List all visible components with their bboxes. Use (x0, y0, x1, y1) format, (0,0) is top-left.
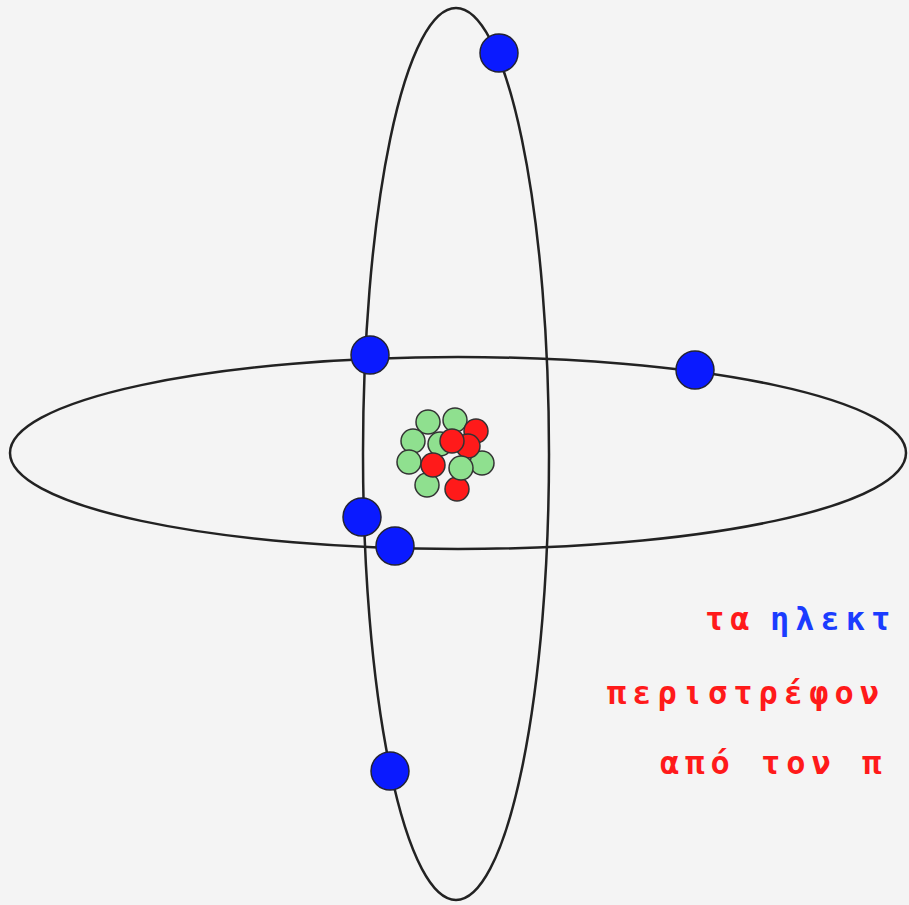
caption-text: τα (705, 602, 756, 637)
orbit (363, 8, 549, 900)
caption-text: από τον π (660, 746, 887, 781)
orbit (10, 357, 906, 549)
nucleus (397, 408, 494, 501)
caption-text: ηλεκτ (770, 602, 896, 637)
caption-text: περιστρέφον (607, 676, 885, 711)
